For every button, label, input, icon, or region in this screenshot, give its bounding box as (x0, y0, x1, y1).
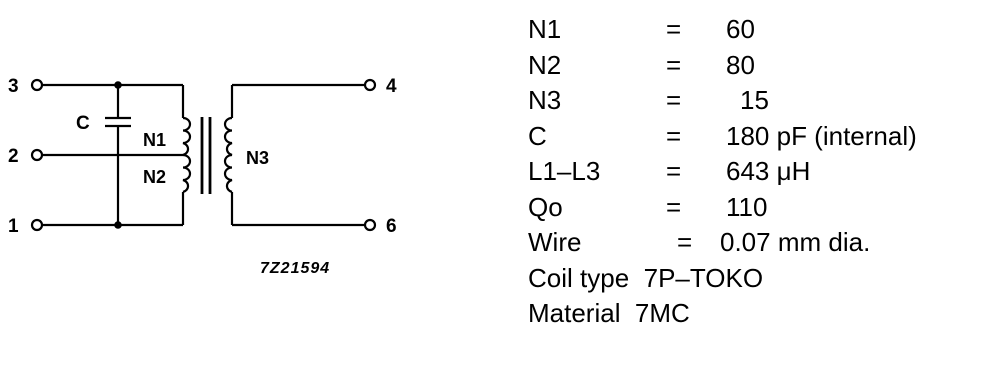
spec-equals: = (666, 120, 682, 151)
spec-equals: = (666, 156, 682, 186)
winding-n1-label: N1 (143, 130, 166, 150)
terminal-2-circle (30, 148, 44, 162)
terminal-6-circle (363, 218, 377, 232)
terminal-2-label: 2 (8, 146, 19, 167)
coil-n2 (182, 153, 192, 194)
spec-line: Coil type 7P–TOKO (528, 262, 764, 293)
spec-key: Wire (528, 227, 582, 257)
spec-value: 643 μH (726, 156, 811, 186)
coil-n3 (223, 116, 233, 194)
spec-value: 0.07 mm dia. (720, 227, 871, 257)
spec-value: 80 (726, 49, 755, 80)
terminal-4-label: 4 (386, 76, 397, 97)
spec-key: N2 (528, 49, 562, 80)
terminal-1-circle (30, 218, 44, 232)
junction-dot-top (114, 81, 122, 89)
coil-n1 (182, 116, 192, 157)
spec-key: N3 (528, 85, 562, 115)
spec-equals: = (666, 49, 682, 80)
terminal-4-circle (363, 78, 377, 92)
winding-n2-label: N2 (143, 167, 166, 187)
transformer-schematic: 3 2 1 4 6 C N1 N2 N3 7Z21594 (8, 76, 397, 277)
spec-value: 15 (740, 85, 769, 115)
spec-equals: = (666, 85, 682, 115)
spec-value: 180 pF (internal) (726, 120, 917, 151)
spec-equals: = (666, 14, 682, 44)
junction-dot-bottom (114, 221, 122, 229)
terminal-6-label: 6 (386, 216, 397, 237)
spec-equals: = (666, 191, 682, 222)
reference-code: 7Z21594 (260, 260, 330, 277)
spec-key: L1–L3 (528, 156, 601, 186)
terminal-3-label: 3 (8, 76, 19, 97)
spec-equals: = (677, 227, 693, 257)
spec-key: Qo (528, 191, 563, 222)
spec-value: 110 (726, 191, 768, 222)
spec-value: 60 (726, 14, 755, 44)
spec-key: N1 (528, 14, 562, 44)
spec-key: C (528, 120, 547, 151)
spec-line: Material 7MC (528, 298, 690, 328)
terminal-3-circle (30, 78, 44, 92)
winding-n3-label: N3 (246, 148, 269, 168)
capacitor-label: C (76, 113, 90, 134)
terminal-1-label: 1 (8, 216, 19, 237)
